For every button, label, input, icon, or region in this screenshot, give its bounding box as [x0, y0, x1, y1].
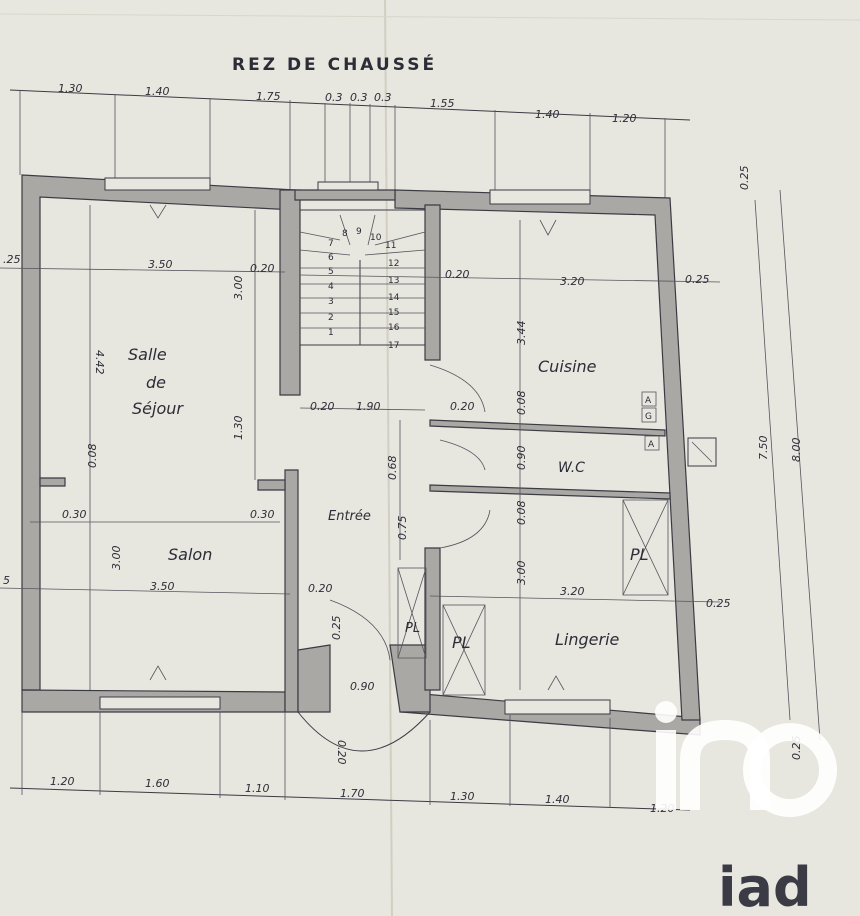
pl-closet-entry: [397, 567, 427, 659]
pl-closet-right: [622, 499, 669, 596]
stair-step-5: 5: [328, 267, 334, 277]
room-label-pl-entry: PL: [405, 621, 420, 636]
room-label-pl-lingerie: PL: [452, 633, 471, 652]
iad-logo-watermark: iad: [655, 701, 837, 916]
paper-fold: [384, 0, 393, 916]
dim-salon-width: 3.50: [150, 580, 175, 593]
dim-hall-h: 1.30: [232, 416, 245, 441]
dim-wc-h: 0.90: [515, 446, 528, 471]
dim-salon-h: 3.00: [110, 546, 123, 571]
watermark-text: iad: [718, 856, 812, 916]
staircase: 1 2 3 4 5 6 7 8 9 10 11 12 13 14 15 16 1…: [299, 209, 426, 351]
dim-left-edge-2: 5: [3, 574, 10, 587]
dim-lingerie-h: 3.00: [515, 561, 528, 586]
dim-kitchen-h: 3.44: [515, 321, 528, 346]
appliance-mark-3: A: [648, 440, 655, 450]
bottom-dimension-line: 1.20 1.60 1.10 1.70 1.30 1.40 1.20: [9, 712, 691, 815]
top-dimension-line: 1.30 1.40 1.75 0.3 0.3 0.3 1.55 1.40 1.2…: [9, 82, 691, 200]
appliance-mark-2: G: [645, 412, 652, 422]
stair-step-7: 7: [328, 239, 334, 249]
stair-step-3: 3: [328, 297, 334, 307]
dim-top-1: 1.40: [145, 85, 170, 98]
dim-top-8: 1.20: [612, 112, 637, 125]
stair-step-16: 16: [388, 323, 400, 333]
room-label-salon: Salon: [168, 545, 212, 564]
stair-step-4: 4: [328, 282, 334, 292]
dim-wall-c: 0.30: [62, 508, 87, 521]
stair-step-14: 14: [388, 293, 400, 303]
dim-top-7: 1.40: [535, 108, 560, 121]
dim-kitchen-wall-left: 0.20: [445, 268, 470, 281]
dim-lingerie-width: 3.20: [560, 585, 585, 598]
room-label-lingerie: Lingerie: [555, 630, 620, 649]
stair-step-8: 8: [342, 229, 348, 239]
dim-porch-c: 0.20: [335, 740, 348, 765]
room-label-entree: Entrée: [328, 509, 371, 524]
dim-wall-b: 0.08: [86, 444, 99, 469]
dim-wall-e: 0.20: [308, 582, 333, 595]
stair-step-1: 1: [328, 328, 334, 338]
chimney-symbol: [687, 437, 717, 467]
room-label-salle: Salle: [128, 345, 167, 364]
dim-top-0: 1.30: [58, 82, 83, 95]
pl-closet-lingerie: [442, 604, 486, 696]
dim-stair-h: 3.00: [232, 276, 245, 301]
dim-right-2: 8.00: [790, 438, 803, 463]
room-label-sejour: Séjour: [132, 399, 184, 418]
dim-entry-v2: 0.75: [396, 516, 409, 541]
dim-bottom-1: 1.60: [145, 777, 170, 790]
dim-top-3: 0.3: [325, 91, 343, 104]
door-swings: [149, 204, 565, 691]
stair-step-17: 17: [388, 341, 399, 351]
stair-step-6: 6: [328, 253, 334, 263]
appliances: A G A: [641, 391, 717, 467]
dim-mid-wall-1: 0.20: [310, 400, 335, 413]
dim-sejour-width: 3.50: [148, 258, 173, 271]
windows: [99, 177, 611, 715]
paper-crease: [0, 13, 860, 21]
dim-kitchen-wall-right: 0.25: [685, 273, 710, 286]
stair-step-15: 15: [388, 308, 399, 318]
plan-title: REZ DE CHAUSSÉ: [232, 53, 437, 75]
dim-porch-b: 0.90: [350, 680, 375, 693]
dim-right-1: 7.50: [757, 436, 770, 461]
dim-top-2: 1.75: [256, 90, 281, 103]
stair-step-2: 2: [328, 313, 334, 323]
dim-wall-d: 0.30: [250, 508, 275, 521]
dim-wc-wall-1: 0.08: [515, 391, 528, 416]
stair-step-11: 11: [385, 241, 396, 251]
stair-step-12: 12: [388, 259, 399, 269]
dim-top-4: 0.3: [350, 91, 368, 104]
dim-left-edge: .25: [3, 253, 21, 266]
dim-lingerie-wall: 0.25: [706, 597, 731, 610]
room-label-pl-right: PL: [630, 545, 649, 564]
dim-bottom-0: 1.20: [50, 775, 75, 788]
stair-step-10: 10: [370, 233, 382, 243]
dim-top-5: 0.3: [374, 91, 392, 104]
room-label-wc: W.C: [558, 460, 585, 476]
dim-bottom-3: 1.70: [340, 787, 365, 800]
dim-wall-a: 0.20: [250, 262, 275, 275]
room-label-cuisine: Cuisine: [538, 357, 597, 376]
dim-kitchen-width: 3.20: [560, 275, 585, 288]
dim-porch-a: 0.25: [330, 616, 343, 641]
stair-step-13: 13: [388, 276, 399, 286]
dim-right-0: 0.25: [738, 166, 751, 191]
dim-mid-wall-2: 0.20: [450, 400, 475, 413]
dim-sejour-height: 4.42: [93, 350, 106, 375]
inner-dimension-lines: [0, 189, 821, 741]
dim-top-6: 1.55: [430, 97, 455, 110]
dim-bottom-5: 1.40: [545, 793, 570, 806]
room-label-de: de: [146, 373, 166, 392]
stair-step-9: 9: [356, 227, 362, 237]
appliance-mark-1: A: [645, 396, 652, 406]
dim-bottom-2: 1.10: [245, 782, 270, 795]
dim-bottom-4: 1.30: [450, 790, 475, 803]
dim-mid-span: 1.90: [356, 400, 381, 413]
dim-wc-wall-2: 0.08: [515, 501, 528, 526]
interior-partitions: [39, 419, 671, 696]
dim-entry-v1: 0.68: [386, 456, 399, 481]
